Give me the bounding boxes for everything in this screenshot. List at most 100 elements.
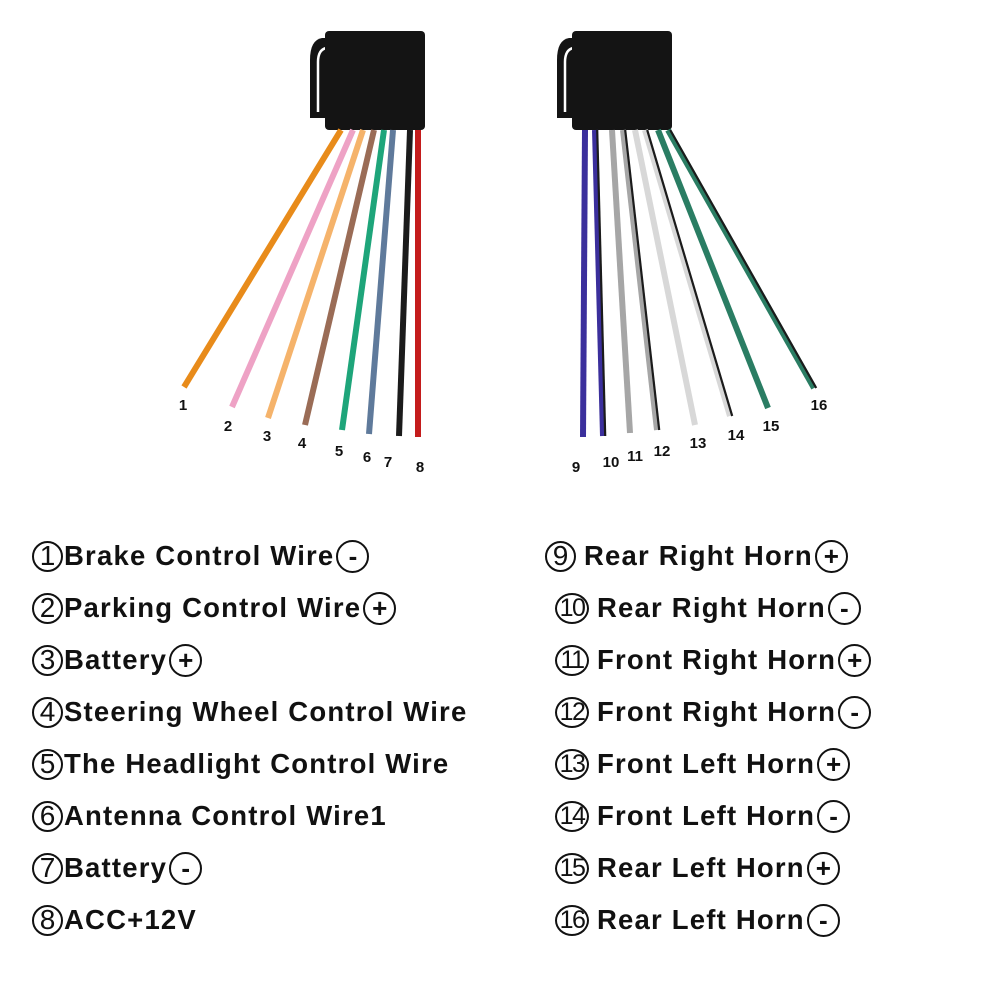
- wire-5: [339, 129, 387, 431]
- polarity-sign: -: [838, 695, 872, 729]
- wire-16: [665, 128, 817, 390]
- polarity-sign: -: [817, 799, 851, 833]
- wire-number-badge: 6: [32, 800, 63, 832]
- wire-function-label: Brake Control Wire: [64, 540, 335, 571]
- right-connector-plug: [557, 31, 672, 130]
- wire-number-badge: 7: [32, 852, 63, 884]
- wire-function-label: Rear Right Horn: [597, 592, 826, 623]
- polarity-sign: -: [336, 539, 370, 573]
- wire-function-label: Antenna Control Wire1: [64, 800, 387, 831]
- wire-function-label: Steering Wheel Control Wire: [64, 696, 468, 727]
- wires-group: [181, 128, 818, 438]
- wire-number-badge: 16: [555, 904, 589, 936]
- wire-1: [181, 128, 344, 389]
- wire-function-label: Front Left Horn: [597, 748, 816, 779]
- wire-number-label-7: 7: [384, 454, 392, 471]
- wire-14: [642, 129, 733, 417]
- wire-number-badge: 8: [32, 904, 63, 936]
- wire-function-label: Battery: [64, 852, 168, 883]
- wire-number-label-11: 11: [627, 448, 643, 465]
- wire-number-badge: 13: [555, 748, 589, 780]
- polarity-sign: +: [169, 643, 203, 677]
- wire-4: [302, 129, 377, 426]
- wire-function-label: Front Right Horn: [597, 644, 837, 675]
- wire-number-label-14: 14: [728, 427, 745, 444]
- legend-item-15: 15 Rear Left Horn+: [545, 842, 871, 894]
- polarity-sign: -: [806, 903, 840, 937]
- legend-item-9: 9 Rear Right Horn+: [545, 530, 871, 582]
- legend-item-16: 16 Rear Left Horn-: [545, 894, 871, 946]
- wire-number-label-10: 10: [603, 454, 620, 471]
- wire-function-label: Front Left Horn: [597, 800, 816, 831]
- polarity-sign: +: [363, 591, 397, 625]
- wire-number-label-9: 9: [572, 459, 580, 476]
- wire-3: [265, 129, 366, 419]
- wire-function-label: Parking Control Wire: [64, 592, 362, 623]
- wire-number-badge: 11: [555, 644, 589, 676]
- wire-number-label-15: 15: [763, 418, 780, 435]
- legend-item-11: 11 Front Right Horn+: [545, 634, 872, 686]
- wire-12: [620, 129, 660, 431]
- wire-number-badge: 9: [545, 540, 576, 572]
- wire-7: [396, 129, 413, 437]
- wire-6: [366, 129, 396, 435]
- wire-number-label-4: 4: [298, 435, 307, 452]
- wire-number-label-6: 6: [363, 449, 371, 466]
- wire-15: [655, 128, 771, 410]
- wire-16-stripe: [669, 129, 818, 389]
- wire-11: [609, 129, 633, 434]
- polarity-sign: +: [817, 747, 851, 781]
- wire-14-stripe: [646, 129, 734, 417]
- wire-13: [632, 129, 698, 426]
- wire-10: [592, 129, 606, 437]
- legend-item-13: 13 Front Left Horn+: [545, 738, 871, 790]
- left-connector-plug: [310, 31, 425, 130]
- polarity-sign: +: [814, 539, 848, 573]
- wire-function-label: Rear Left Horn: [597, 904, 805, 935]
- wire-number-label-1: 1: [179, 397, 187, 414]
- wire-number-label-5: 5: [335, 443, 343, 460]
- wire-number-badge: 2: [32, 592, 63, 624]
- wire-function-label: The Headlight Control Wire: [64, 748, 450, 779]
- polarity-sign: -: [827, 591, 861, 625]
- wire-number-badge: 5: [32, 748, 63, 780]
- legend-item-14: 14 Front Left Horn-: [545, 790, 871, 842]
- wire-function-label: Front Right Horn: [597, 696, 837, 727]
- wire-12-stripe: [624, 129, 661, 431]
- polarity-sign: -: [169, 851, 203, 885]
- wire-number-badge: 3: [32, 644, 63, 676]
- wire-function-label: Rear Right Horn: [584, 540, 813, 571]
- legend-item-10: 10 Rear Right Horn-: [545, 582, 871, 634]
- polarity-sign: +: [806, 851, 840, 885]
- legend-item-12: 12 Front Right Horn-: [545, 686, 872, 738]
- wire-function-label: Rear Left Horn: [597, 852, 805, 883]
- wire-number-badge: 10: [555, 592, 589, 624]
- wire-number-badge: 14: [555, 800, 589, 832]
- wire-number-label-8: 8: [416, 459, 424, 476]
- polarity-sign: +: [838, 643, 872, 677]
- wire-function-label: ACC+12V: [64, 904, 197, 935]
- wire-number-badge: 1: [32, 540, 63, 572]
- wire-number-label-13: 13: [690, 435, 707, 452]
- wire-number-label-16: 16: [811, 397, 828, 414]
- wire-10-stripe: [596, 129, 607, 437]
- wire-number-badge: 12: [555, 696, 589, 728]
- wire-number-label-2: 2: [224, 418, 232, 435]
- wire-number-label-12: 12: [654, 443, 671, 460]
- wire-9: [580, 129, 588, 438]
- wire-number-label-3: 3: [263, 428, 271, 445]
- wire-number-badge: 15: [555, 852, 589, 884]
- wire-function-label: Battery: [64, 644, 168, 675]
